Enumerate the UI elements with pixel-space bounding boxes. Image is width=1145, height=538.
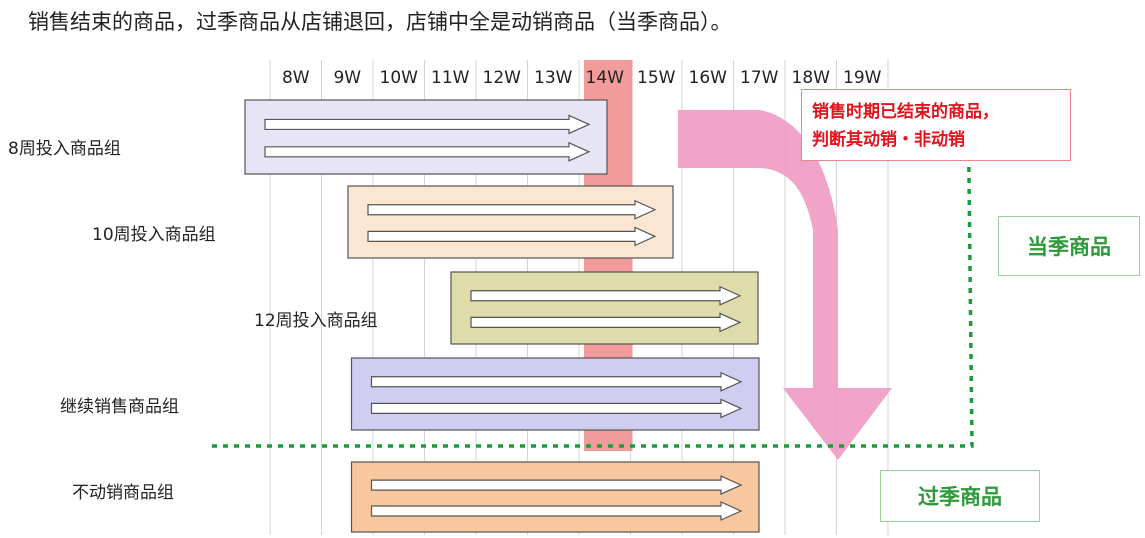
period-arrow-icon [367,199,657,220]
season-divider-line [212,87,974,448]
product-group-bar [350,357,760,431]
past-season-box: 过季商品 [880,470,1040,522]
group-label: 继续销售商品组 [60,397,179,417]
week-label: 11W [431,68,470,88]
week-label: 19W [843,68,882,88]
week-label: 16W [688,68,727,88]
week-label: 10W [379,68,418,88]
group-label: 8周投入商品组 [8,139,121,159]
week-label: 13W [534,68,573,88]
group-label: 10周投入商品组 [92,225,216,245]
product-group-bar [350,461,760,533]
period-arrow-icon [367,226,657,247]
period-arrow-icon [370,371,743,392]
group-label: 12周投入商品组 [254,311,378,331]
period-arrow-icon [470,285,742,306]
group-label: 不动销商品组 [72,483,174,503]
period-arrow-icon [370,475,743,496]
curved-arrow-icon [678,110,892,460]
judgement-note: 销售时期已结束的商品， 判断其动销・非动销 [801,89,1071,161]
week-label: 8W [281,68,310,88]
product-group-bar [450,271,759,345]
note-line-1: 销售时期已结束的商品， [812,102,999,122]
period-arrow-icon [264,114,591,135]
page-title: 销售结束的商品，过季商品从店铺退回，店铺中全是动销商品（当季商品）。 [28,10,732,34]
period-arrow-icon [264,141,591,162]
note-line-2: 判断其动销・非动销 [812,130,965,150]
period-arrow-icon [470,312,742,333]
current-season-box: 当季商品 [998,216,1140,276]
product-group-bar [244,99,608,175]
period-arrow-icon [370,501,743,521]
week-label: 15W [637,68,676,88]
week-label: 12W [482,68,521,88]
product-group-bar [347,185,674,259]
product-group-bars [244,99,760,533]
week-label: 18W [791,68,830,88]
period-arrow-icon [370,398,743,419]
week-label: 14W [585,68,624,88]
week-label: 9W [333,68,362,88]
week-label: 17W [740,68,779,88]
